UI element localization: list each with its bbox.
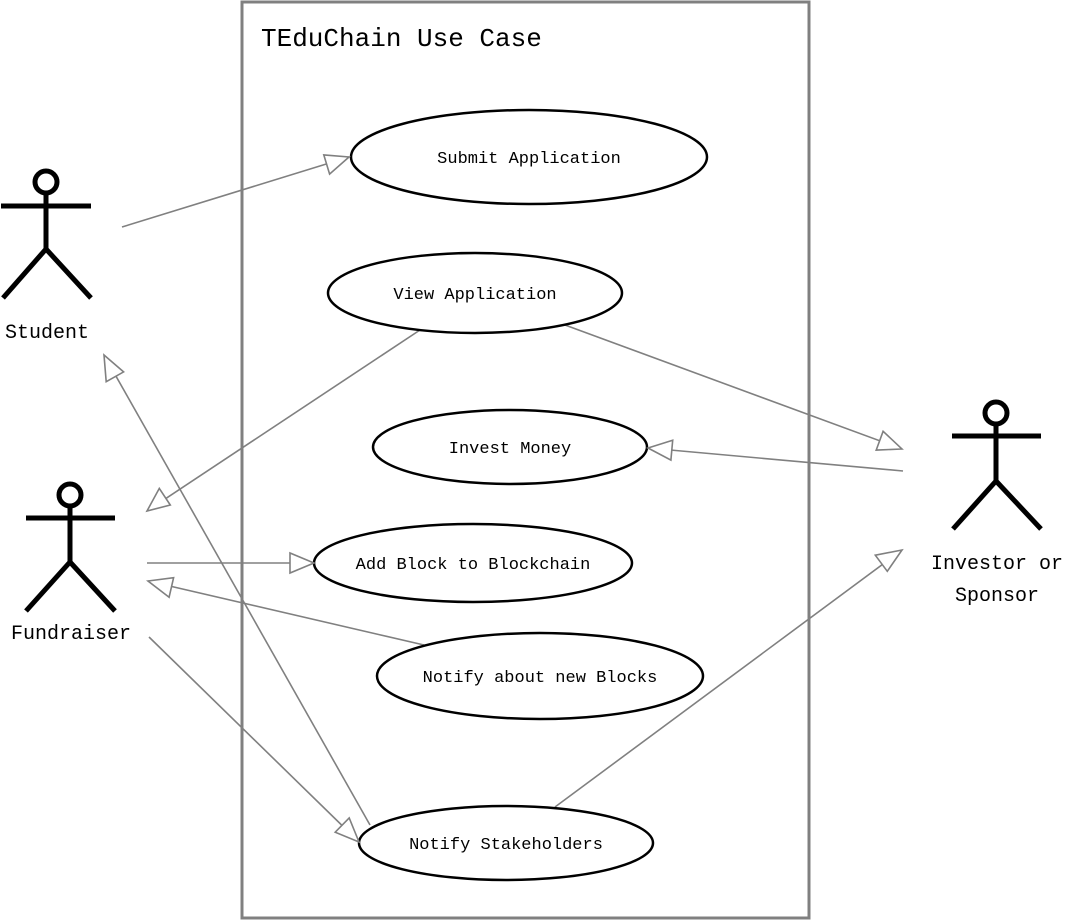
actor-leg-right [994, 479, 1043, 531]
actor-name-investor-line2: Sponsor [955, 585, 1039, 608]
arrowhead-icon [645, 439, 674, 462]
use-case-ellipse [375, 631, 705, 721]
use-case-ellipse [371, 408, 649, 486]
arrowhead-icon [145, 576, 175, 599]
assoc-viewapp-investor [564, 324, 903, 450]
actor-leg-left [24, 560, 72, 613]
actor-leg-left [951, 479, 998, 531]
actor-student[interactable]: Student [1, 168, 93, 345]
arrowhead-icon [145, 486, 172, 513]
arrowhead-icon [875, 429, 904, 451]
use-case-label: Notify about new Blocks [423, 669, 658, 688]
arrowhead-icon [873, 548, 904, 573]
use-case-invest-money[interactable]: Invest Money [371, 408, 649, 486]
actor-leg-right [44, 247, 93, 300]
use-case-ellipse [326, 251, 624, 335]
arrowhead-icon [333, 816, 361, 844]
arrowhead-icon [289, 551, 317, 575]
assoc-viewapp-fundraiser [146, 329, 421, 512]
actor-head [982, 399, 1010, 427]
actor-name-student: Student [5, 322, 89, 345]
assoc-notifystakeholders-student [103, 354, 371, 826]
actor-head [56, 481, 84, 509]
use-case-label: Add Block to Blockchain [356, 556, 591, 575]
associations [103, 156, 904, 843]
assoc-notifystakeholders-investor [554, 549, 903, 808]
use-case-notify-new-blocks[interactable]: Notify about new Blocks [375, 631, 705, 721]
arrowheads [103, 154, 904, 844]
actor-leg-right [68, 560, 117, 613]
actor-investor[interactable]: Investor or Sponsor [931, 399, 1063, 608]
use-case-ellipse [349, 108, 709, 206]
actor-name-fundraiser: Fundraiser [11, 623, 131, 646]
arrowhead-icon [322, 154, 351, 176]
use-case-label: Invest Money [449, 440, 571, 459]
use-case-view-application[interactable]: View Application [326, 251, 624, 335]
use-case-add-block[interactable]: Add Block to Blockchain [312, 522, 634, 604]
use-case-label: View Application [393, 286, 556, 305]
arrowhead-icon [103, 353, 125, 384]
assoc-notifyblocks-fundraiser [147, 580, 425, 646]
use-case-label: Notify Stakeholders [409, 836, 603, 855]
assoc-student-submit [121, 156, 350, 228]
use-case-label: Submit Application [437, 150, 621, 169]
actor-fundraiser[interactable]: Fundraiser [11, 481, 131, 646]
use-case-ellipse [357, 804, 655, 882]
diagram-title: TEduChain Use Case [261, 24, 542, 54]
assoc-investor-invest [647, 447, 904, 472]
use-case-notify-stakeholders[interactable]: Notify Stakeholders [357, 804, 655, 882]
assoc-fundraiser-notifystakeholders [148, 636, 360, 843]
system-boundary [240, 0, 811, 920]
use-case-submit-application[interactable]: Submit Application [349, 108, 709, 206]
actor-leg-left [1, 247, 48, 300]
actor-name-investor-line1: Investor or [931, 553, 1063, 576]
actor-head [32, 168, 60, 196]
